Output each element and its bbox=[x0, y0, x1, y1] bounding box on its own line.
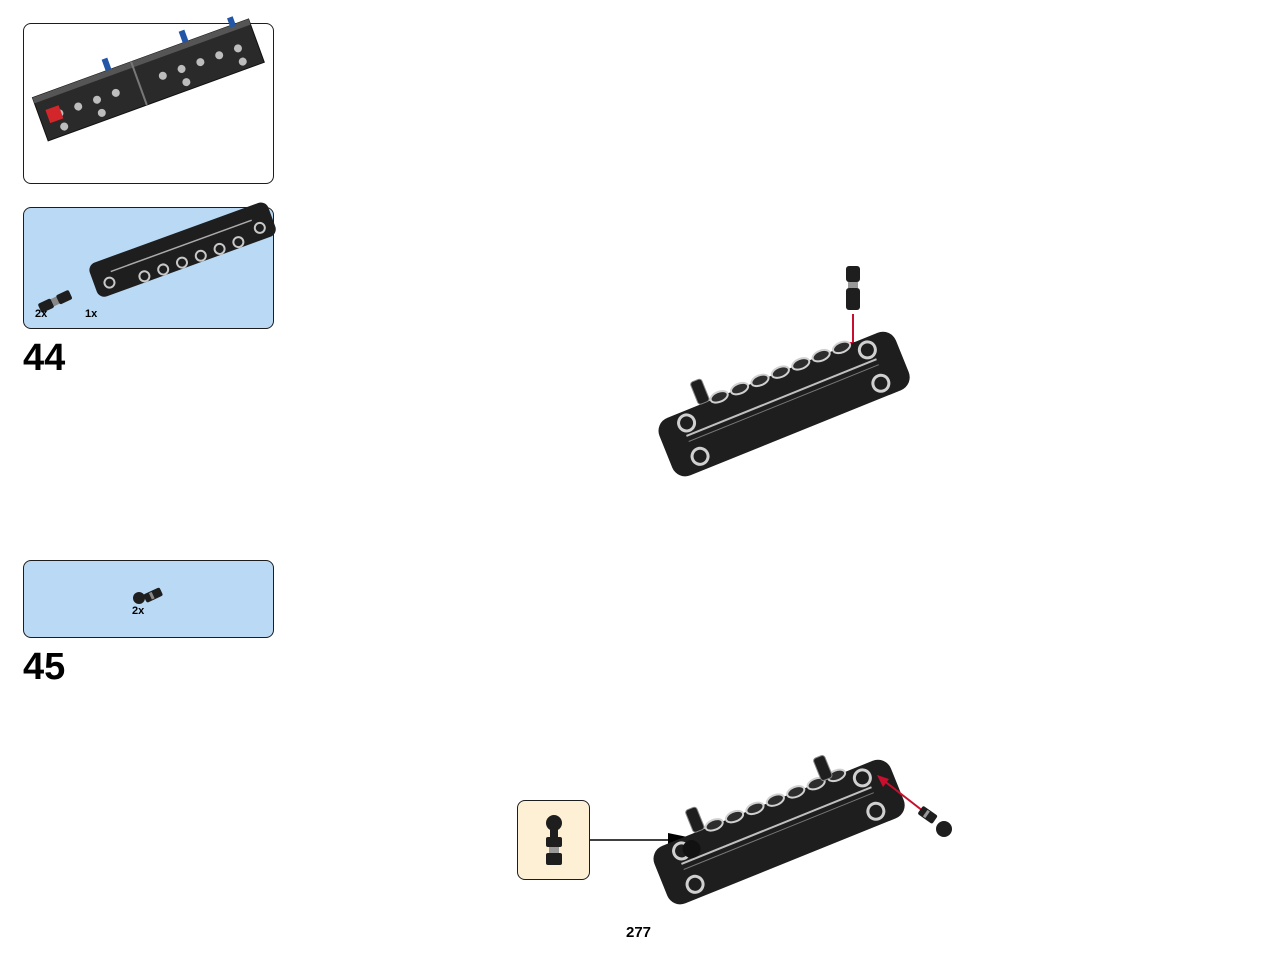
ball-pin-detail-icon bbox=[546, 815, 562, 865]
step44-parts-list: 2x 1x bbox=[23, 202, 276, 329]
part-qty-pin: 2x bbox=[35, 308, 48, 320]
step44-assembly-image bbox=[658, 266, 910, 477]
pin-connector-icon bbox=[38, 290, 72, 313]
step-number-44: 44 bbox=[23, 337, 66, 379]
submodel-preview-panel bbox=[23, 16, 274, 184]
ball-pin-icon bbox=[133, 587, 163, 604]
submodel-assembly-image bbox=[31, 16, 265, 142]
step45-callout bbox=[517, 800, 590, 880]
step45-parts-list: 2x bbox=[23, 560, 274, 638]
pin-falling-icon bbox=[846, 266, 860, 310]
ball-pin-insert-icon bbox=[918, 806, 952, 837]
step-number-45: 45 bbox=[23, 646, 66, 688]
part-qty-beam: 1x bbox=[85, 308, 98, 320]
part-qty-ball-pin: 2x bbox=[132, 605, 145, 617]
page-number: 277 bbox=[626, 924, 652, 941]
beam-panel-icon bbox=[89, 202, 276, 297]
step45-assembly-image bbox=[653, 755, 952, 905]
